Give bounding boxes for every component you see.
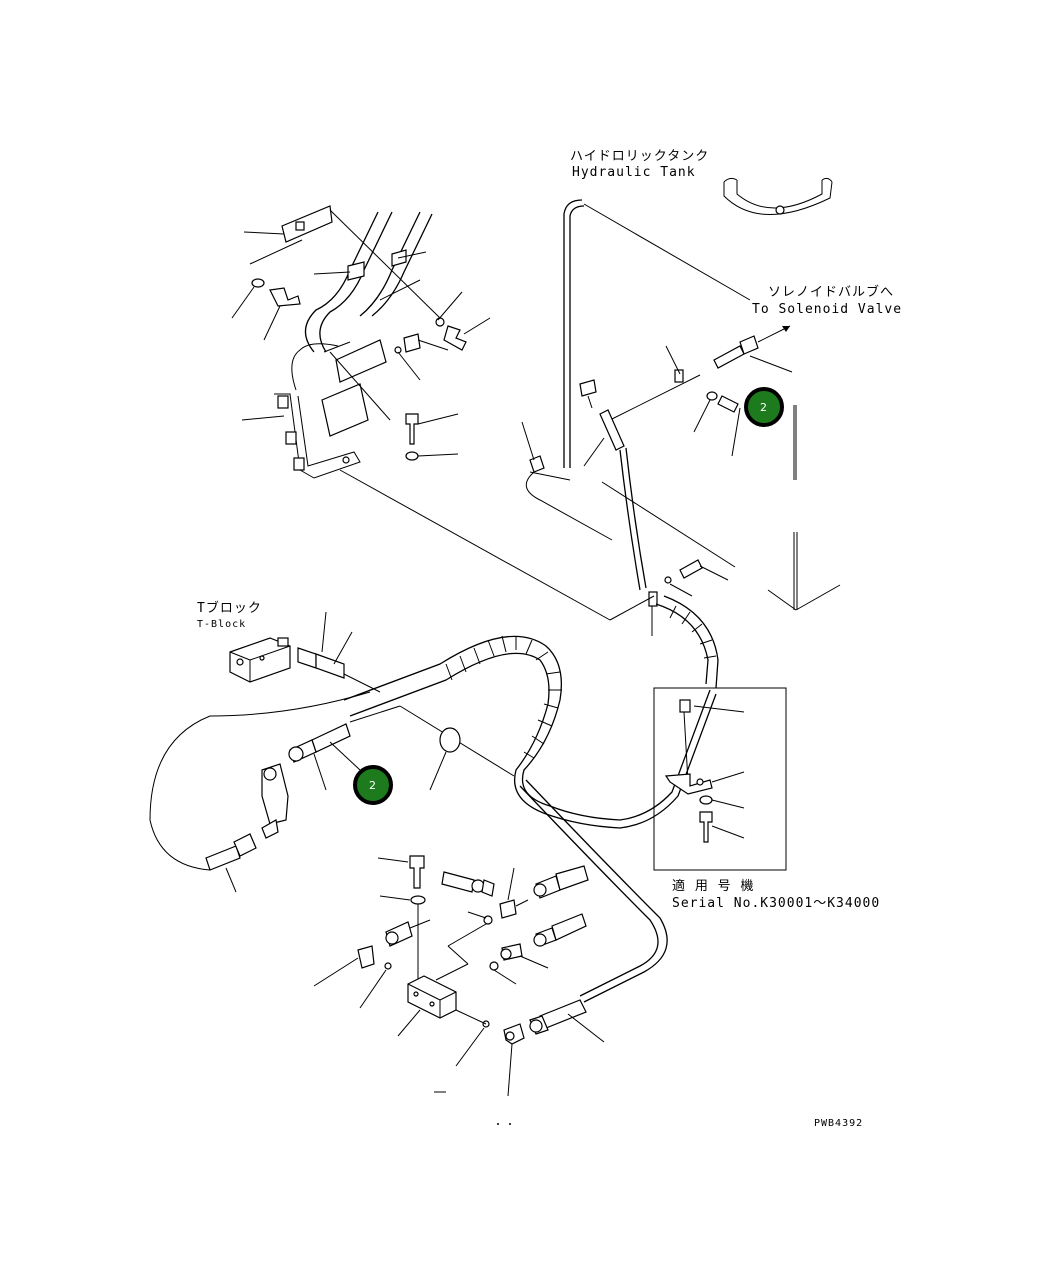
frame-lines: [767, 405, 841, 611]
solenoid-valve-label-jp: ソレノイドバルブへ: [768, 284, 894, 300]
tank-return-line: [563, 199, 751, 468]
callout-2-lower: 2: [353, 765, 393, 805]
solenoid-valve-label-en: To Solenoid Valve: [752, 302, 902, 317]
top-bracket-assembly: [231, 205, 655, 621]
bottom-block-assembly: [313, 855, 589, 1097]
dot-mark: [497, 1123, 499, 1125]
lower-hose: [519, 779, 668, 1043]
serial-inset: [653, 687, 787, 871]
drawing-code: PWB4392: [814, 1118, 863, 1129]
dot-mark: [509, 1123, 511, 1125]
t-block-label-en: T-Block: [197, 619, 246, 630]
callout-number: 2: [369, 779, 376, 792]
t-block-label-jp: Tブロック: [197, 600, 262, 616]
left-loop-hose: [149, 691, 371, 893]
callout-number: 2: [760, 401, 767, 414]
serial-label-en: Serial No.K30001〜K34000: [672, 896, 880, 911]
hydraulic-tank: [723, 177, 833, 215]
solenoid-hose: [521, 325, 793, 636]
hydraulic-tank-label-jp: ハイドロリックタンク: [570, 149, 709, 164]
t-block-assembly: [229, 611, 381, 693]
serial-label-jp: 適 用 号 機: [672, 878, 754, 894]
main-wrapped-hose: [288, 595, 719, 829]
callout-2-upper: 2: [744, 387, 784, 427]
hydraulic-tank-label-en: Hydraulic Tank: [572, 165, 696, 180]
